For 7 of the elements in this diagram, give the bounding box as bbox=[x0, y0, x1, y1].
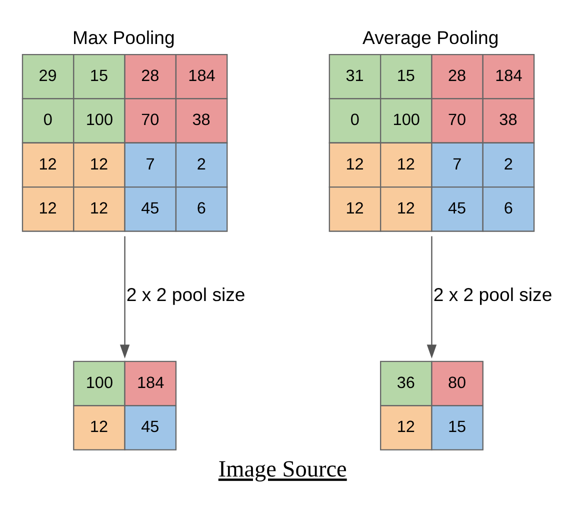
edge-label: 2 x 2 pool size bbox=[433, 283, 552, 304]
node-label: Average Pooling bbox=[362, 26, 499, 48]
arrow bbox=[120, 236, 130, 358]
node-label: Max Pooling bbox=[72, 26, 175, 48]
arrow bbox=[426, 236, 437, 358]
caption: Image Source bbox=[218, 456, 347, 482]
edge-label: 2 x 2 pool size bbox=[126, 283, 246, 304]
